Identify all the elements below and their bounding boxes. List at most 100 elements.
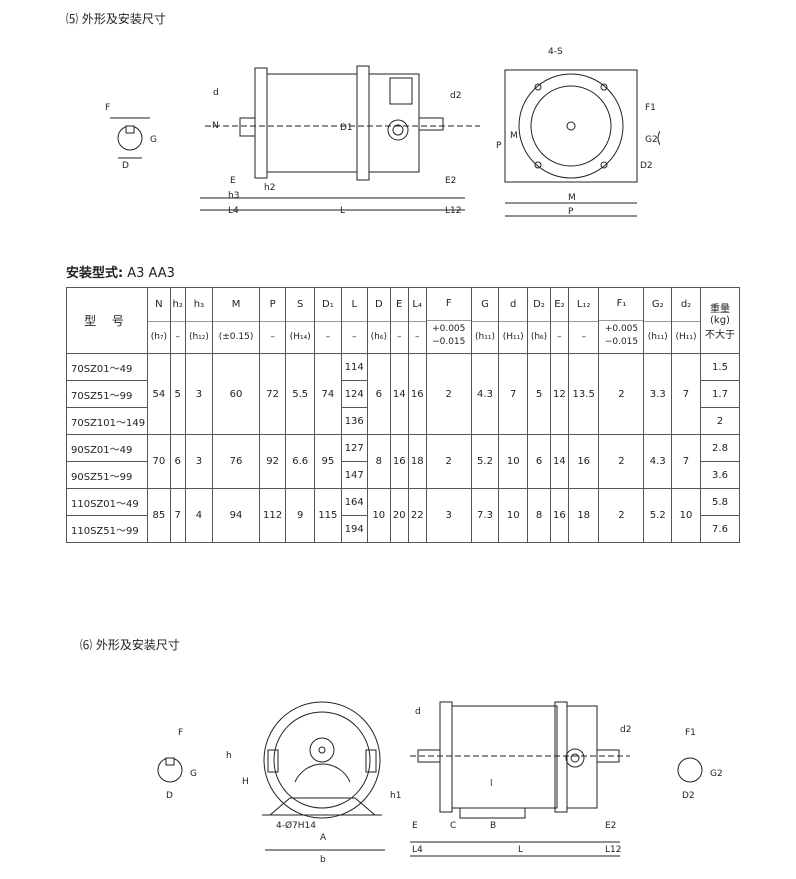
weight-header: 重量(kg)不大于 bbox=[700, 287, 740, 354]
label-F: F bbox=[105, 103, 110, 113]
table-cell: 2 bbox=[598, 353, 645, 435]
table-cell: 70SZ51～99 bbox=[66, 380, 148, 408]
col-header: d₂(H₁₁) bbox=[670, 287, 702, 354]
col-symbol: G₂ bbox=[644, 289, 671, 322]
d6-label-h1: h1 bbox=[390, 791, 401, 801]
label-D1: D1 bbox=[340, 123, 353, 133]
table-cell: 127 bbox=[340, 434, 368, 462]
col-header: d(H₁₁) bbox=[498, 287, 529, 354]
table-cell: 7.6 bbox=[700, 515, 740, 543]
table-cell: 164 bbox=[340, 488, 368, 516]
d6-label-E2: E2 bbox=[605, 821, 616, 831]
table-cell: 5 bbox=[169, 353, 186, 435]
col-tolerance: +0.005 −0.015 bbox=[432, 324, 466, 347]
label-h3: h3 bbox=[228, 191, 239, 201]
table-cell: 70SZ101～149 bbox=[66, 407, 148, 435]
col-tolerance: (H₁₄) bbox=[289, 332, 311, 342]
d6-label-L: L bbox=[518, 845, 523, 855]
col-header: P– bbox=[258, 287, 287, 354]
label-P-h: P bbox=[568, 207, 574, 217]
col-tolerance: – bbox=[351, 332, 357, 342]
col-header: D₁– bbox=[314, 287, 342, 354]
table-cell: 115 bbox=[314, 488, 342, 543]
col-header: F₁+0.005 −0.015 bbox=[598, 287, 645, 354]
label-N: N bbox=[212, 121, 219, 131]
table-cell: 4.3 bbox=[643, 434, 672, 489]
table-cell: 90SZ51～99 bbox=[66, 461, 148, 489]
col-header: E– bbox=[389, 287, 409, 354]
section6-title: ⑹ 外形及安装尺寸 bbox=[80, 638, 180, 652]
col-tolerance: (±0.15) bbox=[218, 332, 254, 342]
table-cell: 22 bbox=[407, 488, 427, 543]
d6-label-D2: D2 bbox=[682, 791, 695, 801]
drawing-6: F G D h H h1 A b 4-Ø7H14 d l E C B L4 L … bbox=[157, 701, 723, 865]
d6-label-d: d bbox=[415, 707, 421, 717]
table-cell: 5 bbox=[527, 353, 551, 435]
table-cell: 7 bbox=[670, 353, 702, 435]
col-tolerance: (H₁₁) bbox=[502, 332, 524, 342]
table-cell: 16 bbox=[407, 353, 427, 435]
col-symbol: S bbox=[286, 289, 315, 322]
section5-title: ⑸ 外形及安装尺寸 bbox=[66, 12, 166, 26]
d6-label-L12: L12 bbox=[605, 845, 621, 855]
table-cell: 85 bbox=[147, 488, 171, 543]
mount-label: 安装型式: bbox=[66, 266, 124, 281]
col-tolerance: (h₇) bbox=[150, 332, 168, 342]
label-E: E bbox=[230, 176, 236, 186]
weight-header-line: 重量 bbox=[710, 304, 730, 315]
col-symbol: M bbox=[213, 289, 259, 322]
col-header: h₂– bbox=[169, 287, 186, 354]
col-symbol: h₃ bbox=[185, 289, 213, 322]
table-cell: 5.2 bbox=[643, 488, 672, 543]
label-d2: d2 bbox=[450, 91, 461, 101]
table-cell: 2 bbox=[700, 407, 740, 435]
label-L: L bbox=[340, 206, 345, 216]
mount-type: 安装型式:A3 AA3 bbox=[66, 262, 175, 281]
col-symbol: L₁₂ bbox=[568, 289, 599, 322]
label-L12: L12 bbox=[445, 206, 461, 216]
table-cell: 2.8 bbox=[700, 434, 740, 462]
table-cell: 72 bbox=[258, 353, 287, 435]
d6-label-H: H bbox=[242, 777, 249, 787]
d6-label-h: h bbox=[226, 751, 232, 761]
table-cell: 16 bbox=[549, 488, 569, 543]
table-cell: 16 bbox=[389, 434, 409, 489]
col-tolerance: (h₆) bbox=[370, 332, 387, 342]
d6-label-B: B bbox=[490, 821, 496, 831]
col-header: L₁₂– bbox=[567, 287, 600, 354]
label-F1: F1 bbox=[645, 103, 656, 113]
table-cell: 1.5 bbox=[700, 353, 740, 381]
table-cell: 2 bbox=[598, 488, 645, 543]
table-cell: 16 bbox=[567, 434, 600, 489]
table-cell: 90SZ01～49 bbox=[66, 434, 148, 462]
col-symbol: d₂ bbox=[671, 289, 700, 322]
table-cell: 10 bbox=[670, 488, 702, 543]
table-cell: 1.7 bbox=[700, 380, 740, 408]
table-cell: 6.6 bbox=[285, 434, 316, 489]
col-tolerance: (h₁₁) bbox=[475, 332, 495, 342]
table-cell: 5.5 bbox=[285, 353, 316, 435]
label-h2: h2 bbox=[264, 183, 275, 193]
col-symbol: E₂ bbox=[550, 289, 568, 322]
table-cell: 70 bbox=[147, 434, 171, 489]
d6-label-F: F bbox=[178, 728, 183, 738]
col-tolerance: (h₁₁) bbox=[647, 332, 668, 342]
col-symbol: P bbox=[259, 289, 286, 322]
table-cell: 3.3 bbox=[643, 353, 672, 435]
col-symbol: G bbox=[471, 289, 499, 322]
col-header: h₃ (h₁₂) bbox=[184, 287, 214, 354]
table-cell: 8 bbox=[527, 488, 551, 543]
model-header: 型 号 bbox=[66, 287, 148, 354]
d6-label-G: G bbox=[190, 769, 197, 779]
col-tolerance: (h₁₂) bbox=[188, 332, 209, 342]
label-L4: L4 bbox=[228, 206, 239, 216]
table-cell: 10 bbox=[498, 434, 529, 489]
table-cell: 6 bbox=[169, 434, 186, 489]
col-header: S (H₁₄) bbox=[285, 287, 316, 354]
table-cell: 13.5 bbox=[567, 353, 600, 435]
